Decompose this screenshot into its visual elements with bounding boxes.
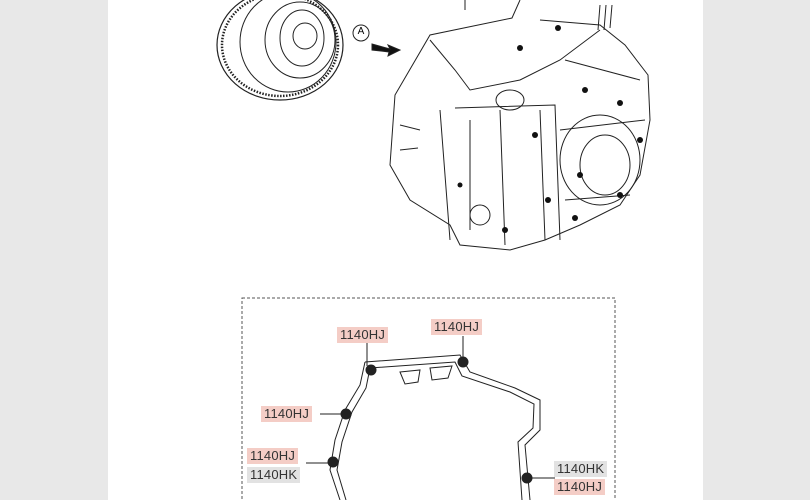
gasket-detail-frame xyxy=(241,297,616,500)
part-label[interactable]: 1140HJ xyxy=(261,406,313,422)
part-label[interactable]: 1140HK xyxy=(247,467,301,483)
torque-converter xyxy=(216,0,344,101)
part-label[interactable]: 1140HK xyxy=(554,461,608,477)
leader-lines xyxy=(306,336,555,479)
diagram-sheet xyxy=(108,0,703,500)
callout-a-label: A xyxy=(357,26,365,37)
part-label[interactable]: 1140HJ xyxy=(337,327,389,343)
part-label[interactable]: 1140HJ xyxy=(554,479,606,495)
part-label[interactable]: 1140HJ xyxy=(431,319,483,335)
gasket-plate xyxy=(327,354,541,500)
callout-a-arrow xyxy=(352,24,402,57)
transmission-case xyxy=(389,0,651,251)
part-label[interactable]: 1140HJ xyxy=(247,448,299,464)
